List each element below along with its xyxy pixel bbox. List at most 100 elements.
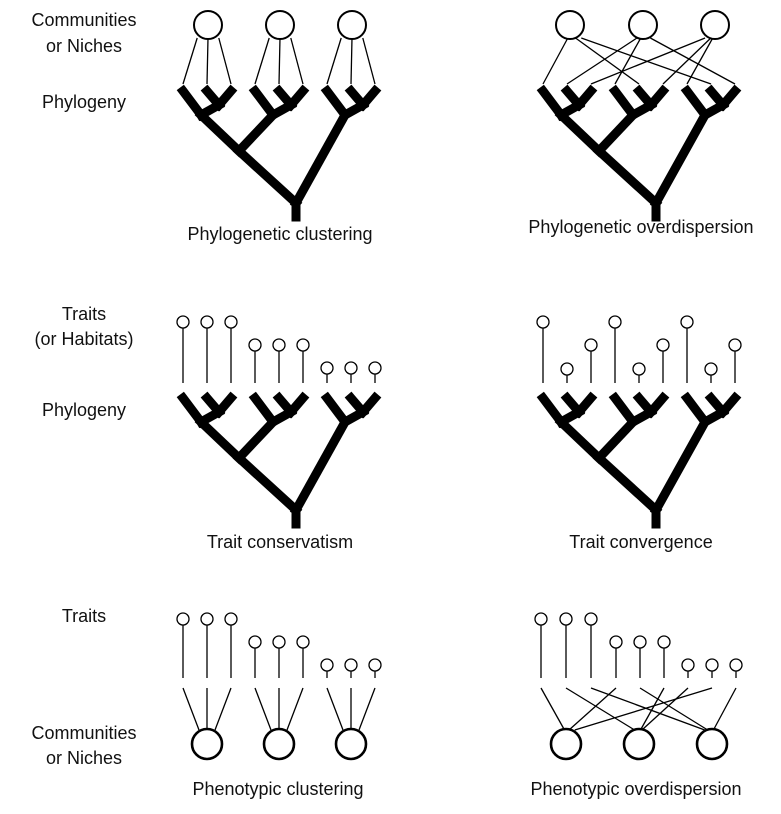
trait-node <box>272 338 286 352</box>
label-communities-bottom-2: or Niches <box>46 748 122 768</box>
tree-branch <box>649 108 712 210</box>
tree-branch <box>248 391 280 429</box>
community-link <box>641 687 689 731</box>
trait-node <box>728 338 742 352</box>
tree-branch <box>289 108 352 210</box>
caption-phenotypic-clustering: Phenotypic clustering <box>192 779 363 799</box>
tree-branch <box>608 391 640 429</box>
trait-node <box>368 658 382 672</box>
community-link <box>182 37 198 85</box>
label-traits: Traits <box>62 606 106 626</box>
trait-node <box>272 635 286 649</box>
tree-branch <box>320 84 352 122</box>
label-communities-top-2: or Niches <box>46 36 122 56</box>
trait-node <box>609 635 623 649</box>
trait-node <box>176 315 190 329</box>
community-node <box>622 727 656 761</box>
community-link <box>614 37 642 85</box>
row-labels: Communities or Niches Phylogeny Traits (… <box>31 10 136 768</box>
trait-node <box>705 658 719 672</box>
community-link <box>639 687 665 731</box>
trait-node <box>608 315 622 329</box>
caption-phylogenetic-clustering: Phylogenetic clustering <box>187 224 372 244</box>
trait-node <box>224 315 238 329</box>
label-phylogeny-2: Phylogeny <box>42 400 126 420</box>
trait-node <box>224 612 238 626</box>
community-node <box>695 727 729 761</box>
tree-branch <box>232 108 280 158</box>
tree-branch <box>592 451 663 517</box>
trait-node <box>680 315 694 329</box>
tree-branch <box>680 84 712 122</box>
tree-branch <box>248 84 280 122</box>
community-link <box>542 37 569 85</box>
conservatism-trait-stems <box>176 315 382 383</box>
trait-node <box>368 361 382 375</box>
community-link <box>565 687 635 731</box>
trait-node <box>584 612 598 626</box>
community-link <box>326 37 342 85</box>
community-link <box>662 37 712 85</box>
community-links-overdispersion <box>542 10 736 85</box>
trait-node <box>296 635 310 649</box>
trait-node <box>704 362 718 376</box>
label-communities-top-1: Communities <box>31 10 136 30</box>
caption-trait-convergence: Trait convergence <box>569 532 712 552</box>
conservatism-phylogeny-tree <box>176 391 382 529</box>
tree-branch <box>649 415 712 517</box>
community-link <box>278 37 281 85</box>
community-link <box>650 37 736 85</box>
trait-node <box>320 361 334 375</box>
tree-branch <box>554 415 606 465</box>
convergence-phylogeny-tree <box>536 391 742 529</box>
trait-node <box>657 635 671 649</box>
tree-branch <box>592 415 640 465</box>
community-node <box>700 10 730 40</box>
caption-trait-conservatism: Trait conservatism <box>207 532 353 552</box>
trait-node <box>200 315 214 329</box>
community-link <box>581 37 712 85</box>
tree-branch <box>592 108 640 158</box>
community-node <box>337 10 367 40</box>
community-node <box>193 10 223 40</box>
trait-node <box>632 362 646 376</box>
tree-branch <box>536 391 568 429</box>
trait-node <box>559 612 573 626</box>
trait-node <box>681 658 695 672</box>
trait-node <box>633 635 647 649</box>
tree-branch <box>289 415 352 517</box>
community-link <box>218 37 232 85</box>
tree-branch <box>232 415 280 465</box>
community-link <box>182 687 200 731</box>
trait-node <box>200 612 214 626</box>
trait-node <box>584 338 598 352</box>
panel-captions: Phylogenetic clustering Phylogenetic ove… <box>187 217 753 799</box>
trait-node <box>534 612 548 626</box>
community-link <box>326 687 344 731</box>
community-link <box>254 37 270 85</box>
tree-branch <box>320 391 352 429</box>
community-link <box>358 687 376 731</box>
community-link <box>540 687 566 731</box>
community-links-pheno-overdispersion <box>540 687 737 761</box>
tree-branch <box>554 108 606 158</box>
trait-node <box>320 658 334 672</box>
community-link <box>639 687 709 731</box>
community-node <box>262 727 296 761</box>
caption-phenotypic-overdispersion: Phenotypic overdispersion <box>530 779 741 799</box>
tree-branch <box>194 108 246 158</box>
community-link <box>350 37 353 85</box>
community-link <box>286 687 304 731</box>
community-node <box>190 727 224 761</box>
tree-branch <box>536 84 568 122</box>
caption-phylogenetic-overdispersion: Phylogenetic overdispersion <box>528 217 753 237</box>
convergence-trait-stems <box>536 315 742 383</box>
community-links-pheno-clustering <box>182 687 376 761</box>
tree-branch <box>232 451 303 517</box>
community-link <box>214 687 232 731</box>
community-node <box>555 10 585 40</box>
pheno-overdispersion-trait-stems <box>534 612 743 678</box>
label-communities-bottom-1: Communities <box>31 723 136 743</box>
trait-node <box>248 338 262 352</box>
